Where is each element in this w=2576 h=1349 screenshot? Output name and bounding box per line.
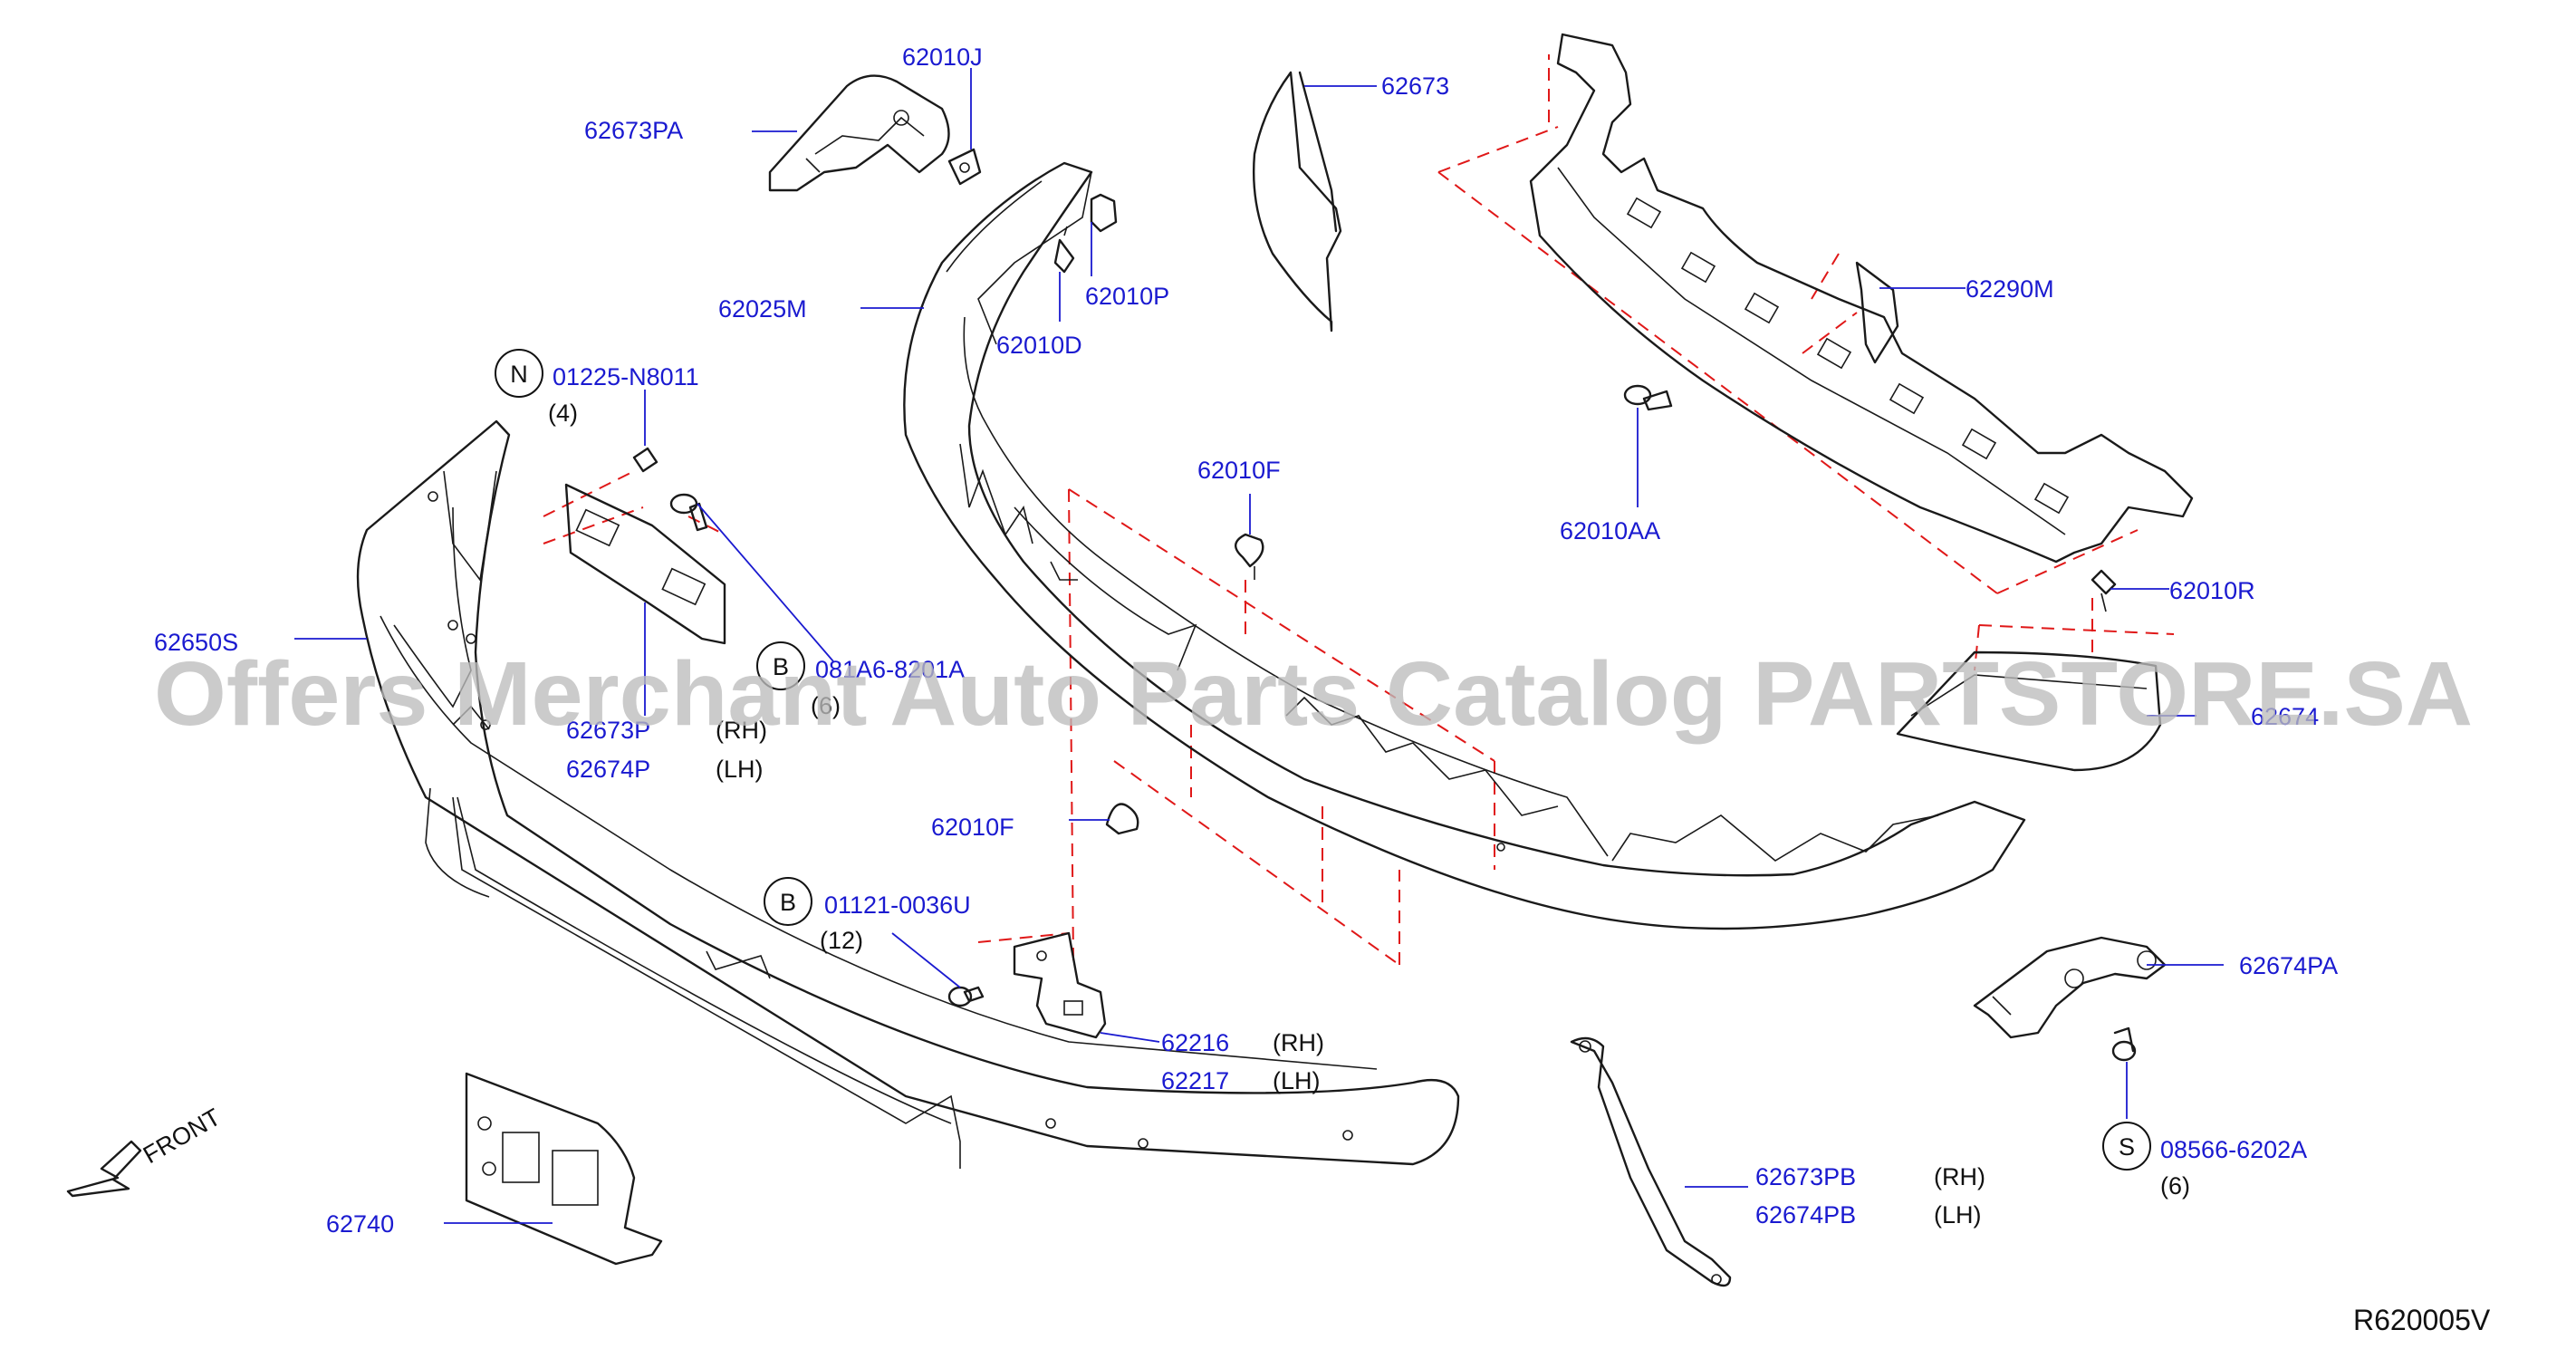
- fastener-b1-part: 081A6-8201A: [815, 656, 965, 683]
- label-62673PB: 62673PB: [1755, 1163, 1856, 1190]
- bolt-01121-0036U: [947, 986, 985, 1007]
- label-62674P: 62674P: [566, 756, 650, 783]
- fastener-n-part: 01225-N8011: [553, 363, 699, 390]
- fastener-b2-badge: [764, 877, 812, 926]
- front-direction-label: FRONT: [139, 1103, 226, 1169]
- part-labels: 62010J 62673PA 62673 62025M 62010P 62010…: [154, 43, 2338, 1238]
- fastener-s: S 08566-6202A (6): [2102, 1122, 2307, 1200]
- label-62673PB-side: (RH): [1934, 1163, 1985, 1190]
- label-62740: 62740: [326, 1210, 394, 1238]
- fastener-b1-badge-letter: B: [773, 653, 789, 680]
- label-62217: 62217: [1161, 1067, 1229, 1094]
- bracket-62673P: [564, 483, 726, 645]
- label-62673PA: 62673PA: [584, 117, 683, 144]
- bumper-fascia-62650S: [356, 419, 1460, 1169]
- fastener-n-qty: (4): [548, 400, 578, 427]
- nut-01225-N8011: [632, 447, 658, 473]
- front-arrow-icon: [66, 1140, 142, 1198]
- label-62674PA: 62674PA: [2239, 952, 2338, 979]
- clip-62010J: [947, 148, 982, 186]
- fastener-b2: B 01121-0036U (12): [764, 877, 971, 954]
- seal-62674: [1896, 650, 2162, 772]
- bolt-081A6-8201A: [669, 493, 708, 532]
- diagram-code: R620005V: [2353, 1304, 2491, 1336]
- fastener-b2-qty: (12): [820, 927, 863, 954]
- stay-62673PB: [1570, 1036, 1732, 1287]
- leader-lines: [294, 68, 2224, 1224]
- fastener-n-badge: [495, 349, 543, 398]
- fastener-b1-qty: (6): [811, 692, 841, 719]
- clip-62010D: [1053, 226, 1075, 274]
- label-62674PB: 62674PB: [1755, 1201, 1856, 1229]
- clip-62010P: [1090, 193, 1118, 233]
- watermark-text: Offers Merchant Auto Parts Catalog PARTS…: [154, 643, 2473, 745]
- fastener-n: N 01225-N8011 (4): [495, 349, 699, 427]
- clip-62010F-top: [1235, 533, 1264, 580]
- label-62010P: 62010P: [1085, 283, 1169, 310]
- fastener-b1-badge: [756, 641, 805, 690]
- label-62673P: 62673P: [566, 717, 650, 744]
- label-62290M: 62290M: [1966, 275, 2054, 303]
- label-62025M: 62025M: [718, 295, 807, 323]
- label-62217-side: (LH): [1273, 1067, 1321, 1094]
- label-62010AA: 62010AA: [1560, 517, 1660, 544]
- fastener-s-badge-letter: S: [2119, 1133, 2135, 1161]
- seal-62673: [1252, 71, 1342, 332]
- license-bracket-62740: [465, 1072, 663, 1266]
- label-62010F-bottom: 62010F: [931, 814, 1014, 841]
- label-62216-side: (RH): [1273, 1029, 1324, 1056]
- fastener-b1: B 081A6-8201A (6): [756, 641, 965, 719]
- label-62010R: 62010R: [2169, 577, 2255, 604]
- fastener-s-qty: (6): [2160, 1172, 2190, 1200]
- bracket-62674PA: [1973, 936, 2167, 1039]
- label-62010F-top: 62010F: [1197, 457, 1281, 484]
- reinforcement-62290M: [1529, 33, 2194, 564]
- label-62673: 62673: [1381, 72, 1449, 100]
- label-62650S: 62650S: [154, 629, 238, 656]
- fastener-b2-part: 01121-0036U: [824, 891, 971, 919]
- label-62674P-side: (LH): [716, 756, 764, 783]
- label-62673P-side: (RH): [716, 717, 767, 744]
- fastener-b2-badge-letter: B: [780, 889, 796, 916]
- fastener-s-part: 08566-6202A: [2160, 1136, 2307, 1163]
- fastener-n-badge-letter: N: [510, 361, 528, 388]
- label-62216: 62216: [1161, 1029, 1229, 1056]
- mount-bracket-62216: [1013, 931, 1107, 1039]
- screw-08566-6202A: [2111, 1026, 2137, 1062]
- side-bracket-62673PA: [768, 74, 950, 192]
- bumper-cover-62025M: [903, 161, 2026, 930]
- label-62674: 62674: [2251, 703, 2319, 730]
- label-62010J: 62010J: [902, 43, 983, 71]
- bolt-62010AA: [1623, 384, 1673, 411]
- clip-62010F-bottom: [1105, 803, 1139, 835]
- clip-62010R: [2091, 569, 2117, 612]
- label-62674PB-side: (LH): [1934, 1201, 1982, 1229]
- label-62010D: 62010D: [996, 332, 1082, 359]
- fastener-s-badge: [2102, 1122, 2151, 1171]
